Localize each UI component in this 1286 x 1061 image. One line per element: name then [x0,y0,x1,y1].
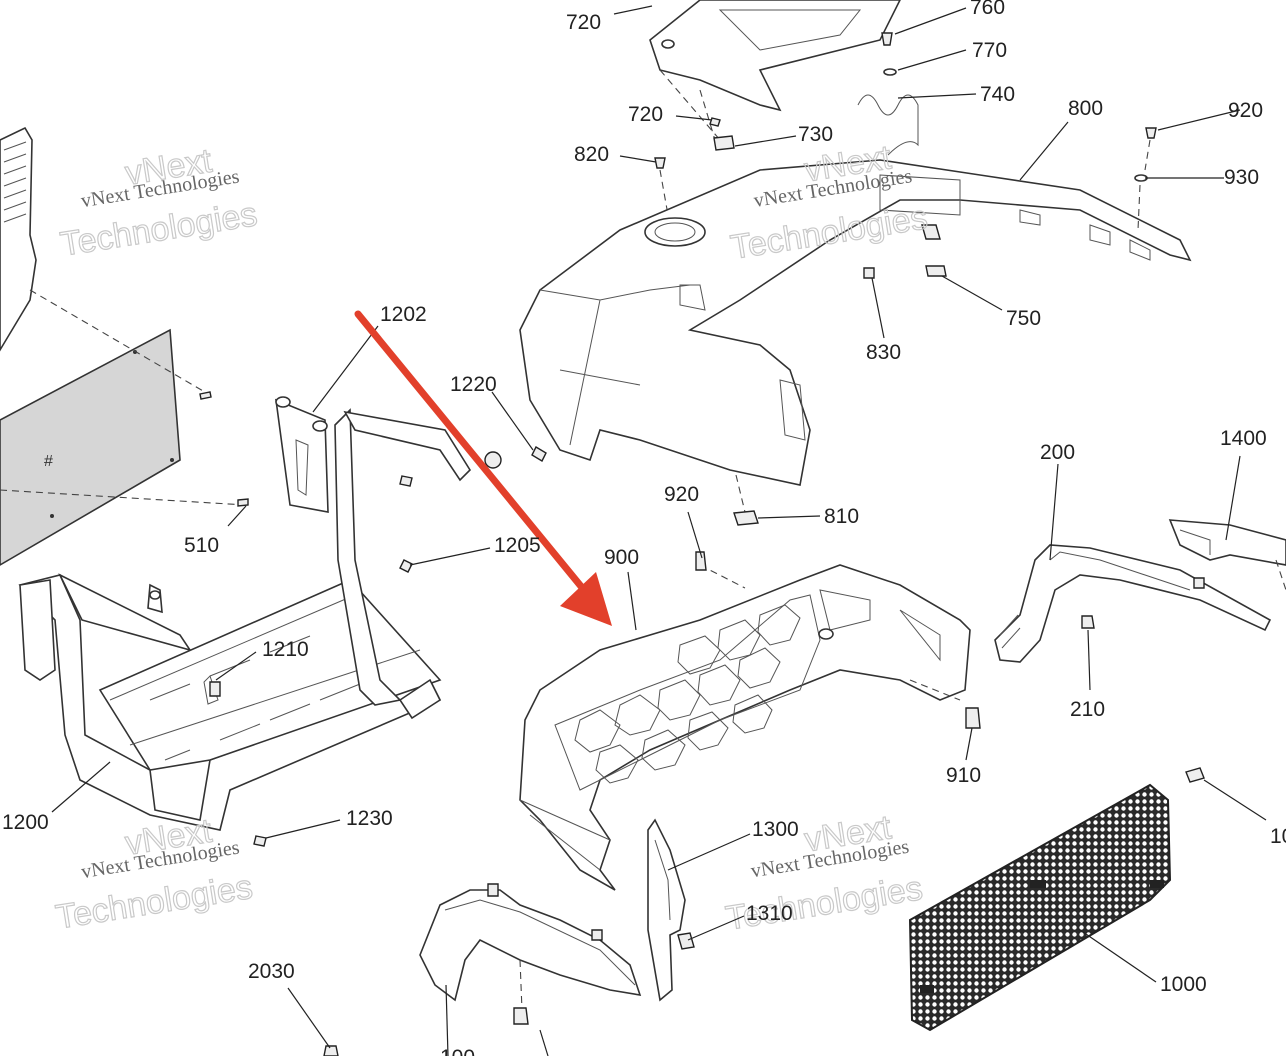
storage-lid-part [649,0,901,112]
callout-920-top: 920 [1228,99,1263,122]
callout-740: 740 [980,83,1015,106]
bracket-part [275,396,329,513]
watermark-top-left: vNext vNext Technologies Technologies [57,141,260,264]
callout-900: 900 [604,546,639,569]
frame-part [18,408,472,831]
side-trim-part [1168,519,1286,566]
callout-760: 760 [970,0,1005,19]
callout-200: 200 [1040,441,1075,464]
callout-830: 830 [866,341,901,364]
callout-1310: 1310 [746,902,793,925]
callout-1230: 1230 [346,807,393,830]
panel-hash-mark: # [44,453,53,470]
rear-panel-part: # [0,328,181,566]
callout-810: 810 [824,505,859,528]
leader-lines [51,5,1267,1057]
callout-1300: 1300 [752,818,799,841]
callout-720-top: 720 [566,11,601,34]
highlight-arrow [354,310,612,626]
callout-100-partial: 100 [440,1046,475,1056]
callout-1200: 1200 [2,811,49,834]
callout-730: 730 [798,123,833,146]
vent-grille-part [0,126,37,352]
lower-fender-part [419,883,642,1002]
rear-bumper-grille-part [519,564,971,891]
callout-820: 820 [574,143,609,166]
callout-720: 720 [628,103,663,126]
callout-1000: 1000 [1160,973,1207,996]
callout-800: 800 [1068,97,1103,120]
corner-trim-part [647,818,686,1002]
callout-750: 750 [1006,307,1041,330]
mesh-grille-part [908,783,1172,1032]
watermark-bottom-right: vNext vNext Technologies Technologies [723,808,926,939]
callout-1210: 1210 [262,638,309,661]
callout-1202: 1202 [380,303,427,326]
callout-1205: 1205 [494,534,541,557]
callout-910: 910 [946,764,981,787]
callout-2030: 2030 [248,960,295,983]
callout-210: 210 [1070,698,1105,721]
callout-1400: 1400 [1220,427,1267,450]
callout-920: 920 [664,483,699,506]
watermark-bottom-left: vNext vNext Technologies Technologies [53,811,256,937]
callout-10-partial: 10 [1270,825,1286,848]
callout-930: 930 [1224,166,1259,189]
side-fender-part [994,544,1272,663]
rear-body-cover-part [519,159,1192,486]
callout-510: 510 [184,534,219,557]
callout-770: 770 [972,39,1007,62]
callout-1220: 1220 [450,373,497,396]
